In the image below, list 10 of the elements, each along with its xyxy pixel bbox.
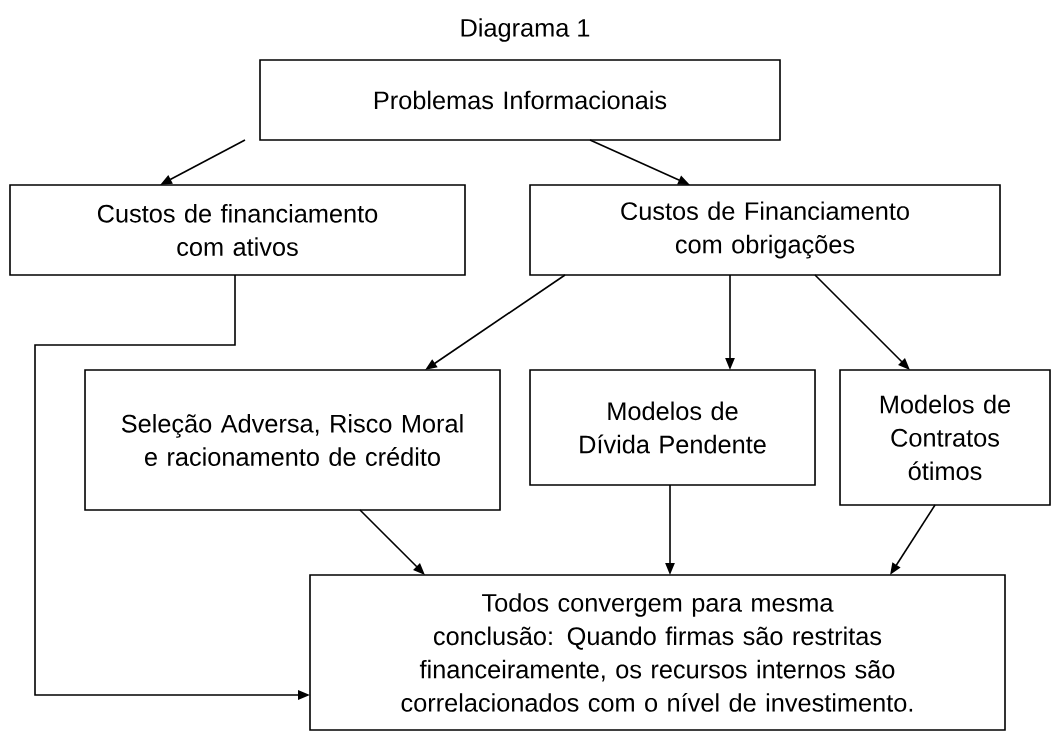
process-box: Seleção Adversa, Risco Moral e racionamento de crédito — [84, 369, 501, 511]
arrow — [359, 509, 425, 575]
process-box: Problemas Informacionais — [259, 59, 781, 141]
process-box: Modelos de Contratos ótimos — [839, 369, 1051, 506]
process-box: Custos de Financiamento com obrigações — [529, 184, 1001, 276]
process-box: Todos convergem para mesma conclusão: Quando firmas são restritas financeiramente, os recursos internos são correlacionados com o nível de investimento. — [309, 574, 1006, 731]
process-box: Modelos de Dívida Pendente — [529, 369, 816, 486]
process-box: Custos de financiamento com ativos — [9, 184, 466, 276]
diagram-title: Diagrama 1 — [461, 18, 590, 42]
arrow — [814, 274, 910, 370]
